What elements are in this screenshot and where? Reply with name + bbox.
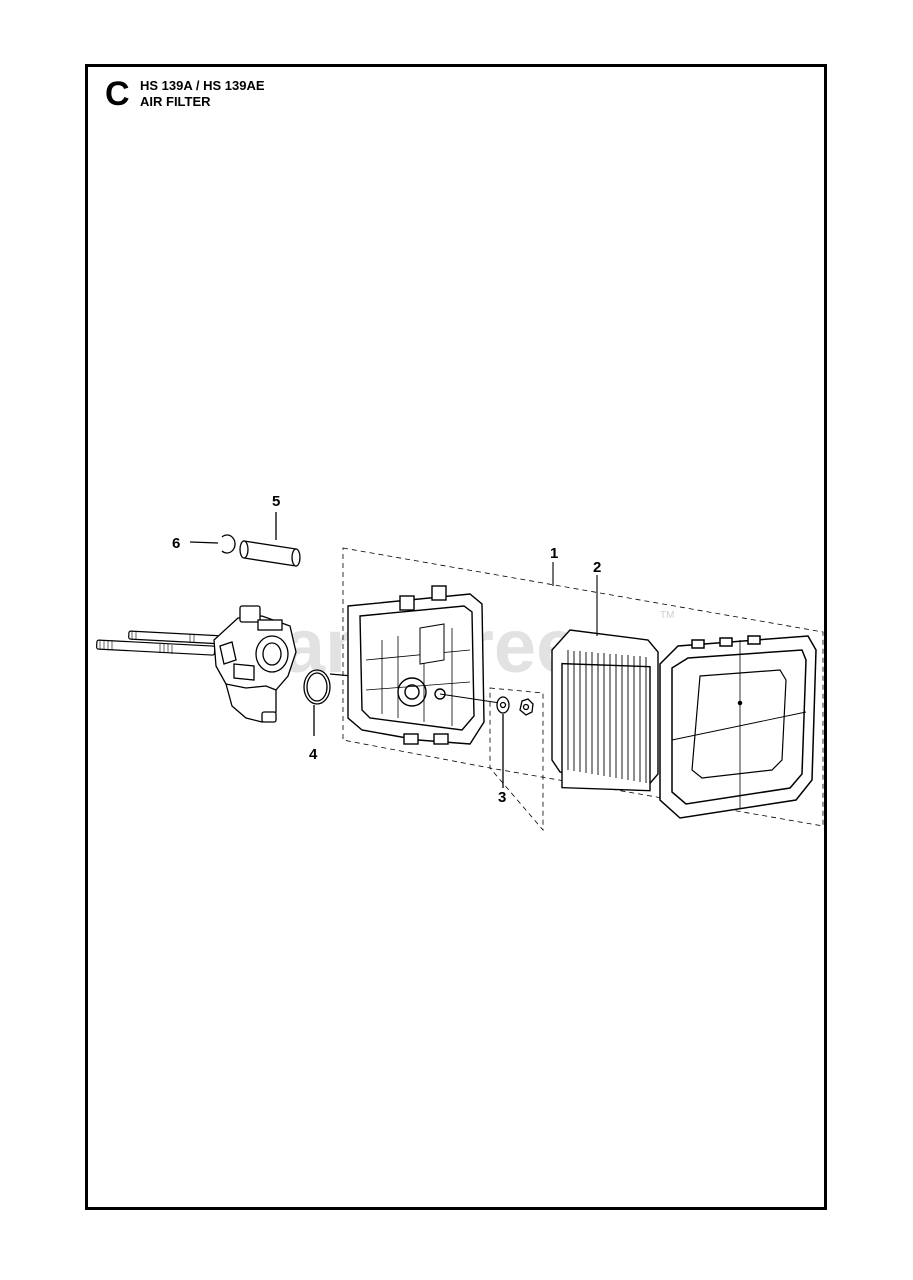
watermark-tm: TM: [660, 610, 674, 621]
assembly-outline-main: [342, 547, 824, 827]
air-filter-base: [347, 585, 485, 745]
callout-1: 1: [550, 545, 558, 562]
callout-5: 5: [272, 493, 280, 510]
mounting-studs: [96, 630, 220, 656]
part-3-nuts: [496, 696, 534, 788]
carburetor: [213, 605, 297, 723]
part-2-filter-element: [551, 575, 659, 792]
section-letter: C: [105, 75, 130, 113]
part-4-gasket: [303, 669, 353, 736]
part-6-clip: [189, 534, 236, 554]
diagram-title: AIR FILTER: [140, 94, 211, 109]
model-name: HS 139A / HS 139AE: [140, 78, 265, 93]
callout-6: 6: [172, 535, 180, 552]
callout-3: 3: [498, 789, 506, 806]
callout-2: 2: [593, 559, 601, 576]
assembly-outline-inner: [489, 687, 544, 832]
part-5-hose: [239, 512, 301, 567]
screw-axis: [439, 693, 501, 704]
part-1-filter-cover: [659, 635, 817, 819]
callout-4: 4: [309, 746, 318, 763]
